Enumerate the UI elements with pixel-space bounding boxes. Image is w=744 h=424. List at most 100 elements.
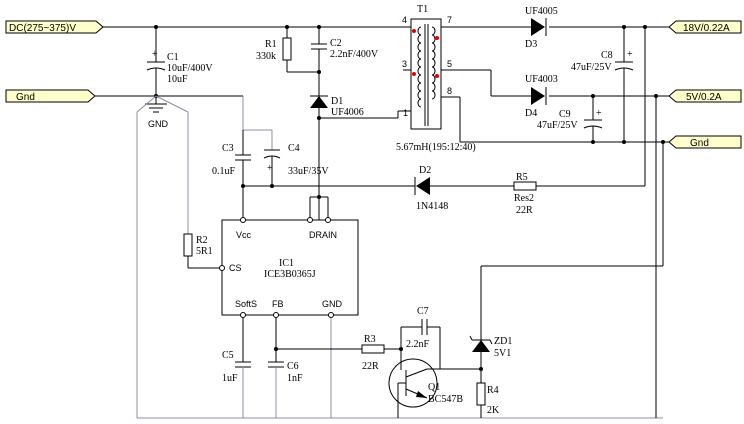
c7-ref: C7 — [417, 306, 429, 317]
c5-value: 1uF — [222, 373, 238, 384]
wire-drain — [309, 110, 411, 220]
c3-value: 0.1uF — [212, 166, 236, 177]
port-5v-output-label: 5V/0.2A — [686, 92, 722, 103]
port-5v-output: 5V/0.2A — [668, 89, 742, 103]
port-gnd-input-label: Gnd — [16, 92, 35, 103]
ic1-pin-cs: CS — [229, 263, 242, 273]
c9-ref: C9 — [559, 109, 571, 120]
transformer-t1: 4 3 1 7 5 8 T1 5.67mH(195:12:40) — [396, 4, 476, 153]
r2-ref: R2 — [196, 235, 208, 246]
d3-ref: D3 — [525, 39, 537, 50]
ic1-pin-vcc: Vcc — [236, 230, 252, 240]
d2-value: 1N4148 — [416, 201, 448, 212]
t1-pin-5: 5 — [447, 59, 452, 69]
c8-ref: C8 — [601, 50, 613, 61]
r5-ref: R5 — [516, 172, 528, 183]
d1-value: UF4006 — [331, 107, 364, 118]
capacitor-c4: + C4 33uF/35V — [263, 143, 329, 188]
c4-value: 33uF/35V — [288, 166, 329, 177]
resistor-r1: R1 330k — [256, 27, 321, 74]
r1-ref: R1 — [265, 39, 277, 50]
r4-value: 2K — [487, 405, 500, 416]
q1-value: BC547B — [428, 394, 463, 405]
r3-value: 22R — [362, 361, 379, 372]
c6-value: 1nF — [287, 373, 303, 384]
t1-spec: 5.67mH(195:12:40) — [396, 142, 476, 153]
capacitor-c7: C7 2.2nF — [399, 306, 441, 369]
c2-value: 2.2nF/400V — [330, 49, 379, 60]
ic1-ref: IC1 — [279, 258, 294, 269]
d4-value: UF4003 — [525, 74, 558, 85]
diode-d1: D1 UF4006 — [310, 88, 364, 220]
ground-symbol: GND — [95, 94, 243, 129]
t1-pin-1: 1 — [403, 108, 408, 118]
c8-value: 47uF/25V — [571, 62, 612, 73]
resistor-r5: R5 Res2 22R — [430, 172, 537, 216]
ic1-pin-gnd: GND — [322, 299, 343, 309]
resistor-r2: R2 5R1 — [183, 233, 220, 269]
port-18v-output-label: 18V/0.22A — [683, 23, 730, 34]
r1-value: 330k — [256, 51, 276, 62]
zener-zd1: ZD1 5V1 — [469, 142, 664, 371]
c1-value: 10uF/400V — [167, 63, 213, 74]
ic1-pin-drain: DRAIN — [309, 230, 337, 240]
ic1-part: ICE3B0365J — [264, 269, 316, 280]
ic1-pin-fb: FB — [272, 299, 284, 309]
diode-d3: UF4005 D3 — [525, 6, 558, 50]
wire-18v-output — [452, 25, 669, 29]
wire-5v-output — [460, 69, 669, 98]
q1-ref: Q1 — [428, 382, 440, 393]
zd1-ref: ZD1 — [494, 336, 512, 347]
resistor-r3: R3 22R — [276, 334, 401, 372]
capacitor-c5: C5 1uF — [222, 318, 251, 418]
t1-pin-3: 3 — [402, 59, 407, 69]
capacitor-c9: + C9 47uF/25V — [537, 96, 603, 142]
r4-ref: R4 — [487, 385, 499, 396]
wire-secondary-ground — [459, 97, 669, 144]
ground-label: GND — [148, 119, 169, 129]
resistor-r4: R4 2K — [476, 369, 500, 418]
transistor-q1: Q1 BC547B — [388, 349, 481, 418]
d4-ref: D4 — [525, 108, 537, 119]
d3-value: UF4005 — [525, 6, 558, 17]
c2-ref: C2 — [330, 38, 342, 49]
capacitor-c2: C2 2.2nF/400V — [311, 27, 379, 88]
diode-d2: D2 1N4148 — [243, 165, 448, 212]
c6-ref: C6 — [287, 361, 299, 372]
r5-value2: 22R — [516, 205, 533, 216]
port-dc-input-label: DC(275~375)V — [9, 23, 76, 34]
capacitor-c6: C6 1nF — [268, 318, 303, 418]
zd1-value: 5V1 — [494, 348, 511, 359]
r3-ref: R3 — [364, 334, 376, 345]
d1-ref: D1 — [331, 96, 343, 107]
capacitor-c3: C3 0.1uF — [212, 130, 251, 220]
c4-ref: C4 — [288, 143, 300, 154]
c1-value2: 10uF — [167, 74, 188, 85]
port-18v-output: 18V/0.22A — [668, 20, 742, 34]
c9-plus: + — [596, 108, 602, 119]
port-gnd-input: Gnd — [5, 89, 96, 103]
d2-ref: D2 — [419, 165, 431, 176]
c8-plus: + — [627, 49, 633, 60]
port-dc-input: DC(275~375)V — [5, 20, 104, 34]
port-gnd-output: Gnd — [668, 135, 742, 149]
t1-pin-8: 8 — [447, 86, 452, 96]
diode-d4: UF4003 D4 — [525, 74, 558, 119]
port-gnd-output-label: Gnd — [690, 138, 709, 149]
wire-hv-rail — [103, 25, 403, 29]
capacitor-c8: + C8 47uF/25V — [571, 27, 634, 142]
t1-ref: T1 — [417, 4, 428, 15]
c1-ref: C1 — [167, 52, 179, 63]
t1-pin-7: 7 — [447, 15, 452, 25]
r5-value: Res2 — [514, 193, 534, 204]
c3-ref: C3 — [222, 143, 234, 154]
c9-value: 47uF/25V — [537, 120, 578, 131]
wire-primary-ground — [136, 95, 663, 419]
c7-value: 2.2nF — [406, 339, 430, 350]
ic-ic1: Vcc DRAIN CS SoftS FB GND IC1 ICE3B0365J — [219, 217, 359, 318]
c4-plus: + — [267, 163, 273, 174]
c1-plus: + — [152, 49, 158, 60]
t1-pin-4: 4 — [402, 15, 407, 25]
wire-18v-sense — [536, 27, 646, 187]
